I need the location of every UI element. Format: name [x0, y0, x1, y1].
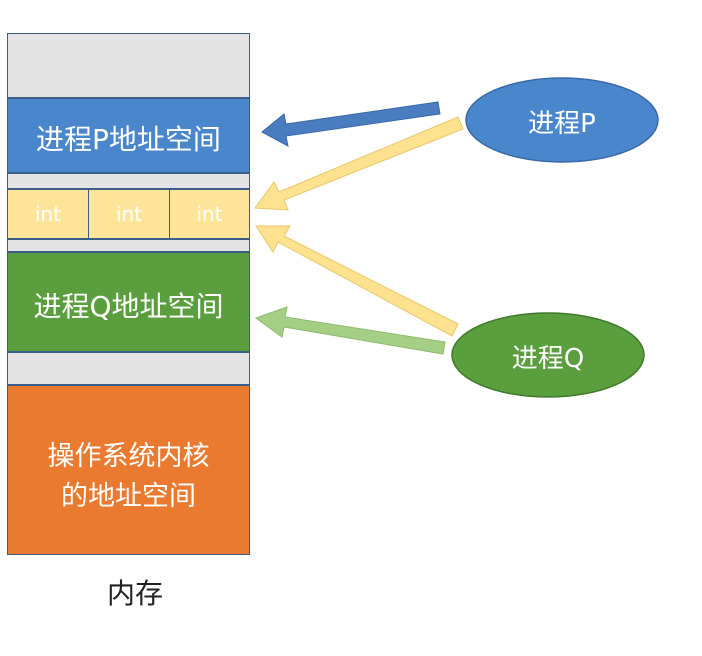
process-p-address-space-label: 进程P地址空间 — [36, 123, 221, 156]
shared-int-cell: int — [196, 202, 223, 226]
shared-int-cell: int — [89, 190, 170, 238]
arrow-p-to-p-space — [261, 101, 441, 147]
shared-memory-region: int int int — [7, 189, 250, 239]
os-kernel-address-space-label-line1: 操作系统内核 — [47, 441, 210, 472]
process-q-address-space: 进程Q地址空间 — [7, 252, 250, 352]
memory-top-free-area — [7, 33, 250, 98]
process-q-address-space-label: 进程Q地址空间 — [33, 290, 224, 323]
os-kernel-address-space-label-line2: 的地址空间 — [61, 481, 196, 512]
shared-int-cell: int — [8, 190, 89, 238]
memory-label: 内存 — [106, 577, 163, 610]
process-p-label: 进程P — [528, 109, 596, 139]
process-p-address-space: 进程P地址空间 — [7, 98, 250, 173]
os-kernel-address-space: 操作系统内核 的地址空间 — [7, 385, 250, 555]
arrow-q-to-q-space — [254, 306, 446, 355]
process-q-label: 进程Q — [511, 344, 585, 374]
memory-gap-2 — [7, 239, 250, 252]
process-q-ellipse — [451, 312, 645, 398]
process-p-ellipse — [465, 77, 659, 163]
memory-gap-3 — [7, 352, 250, 385]
arrow-q-to-shared — [255, 225, 459, 337]
arrow-p-to-shared — [254, 116, 464, 211]
memory-gap-1 — [7, 173, 250, 189]
